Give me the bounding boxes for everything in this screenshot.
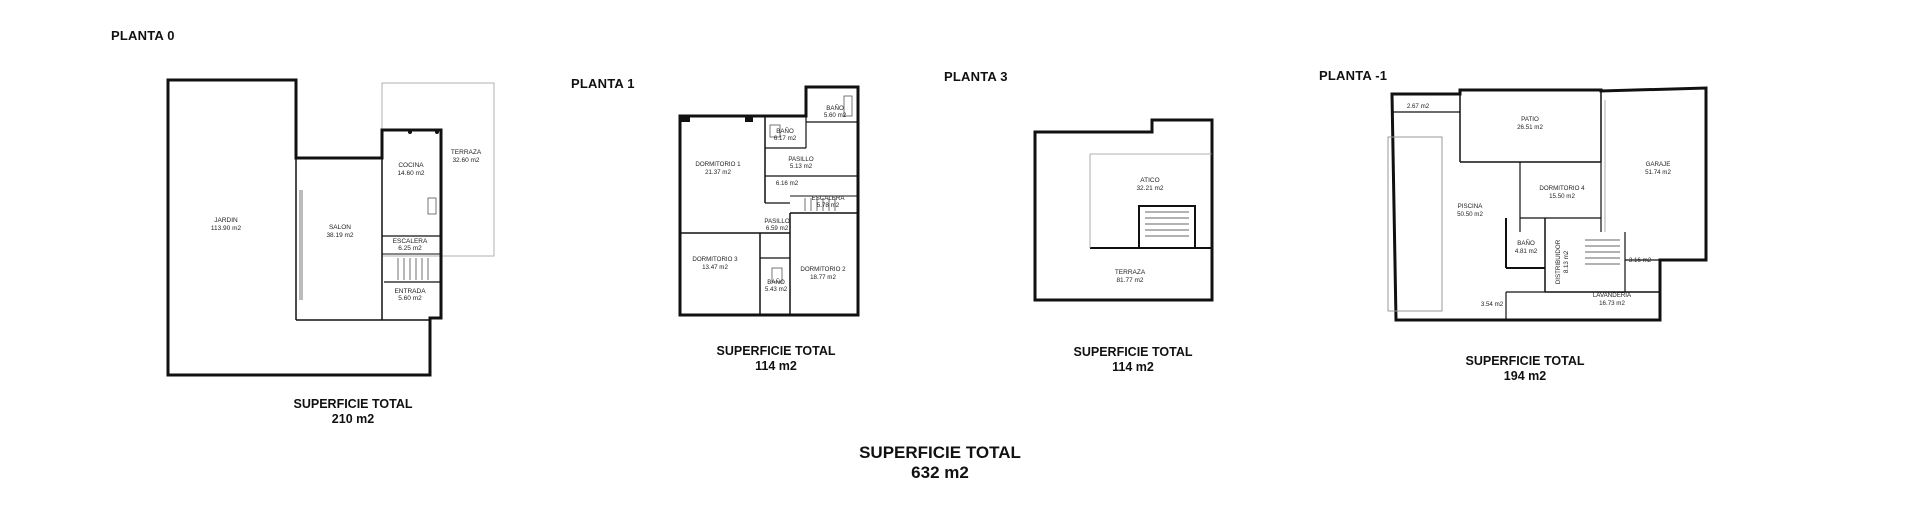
room-unnamed-c-area: 3.54 m2 (1481, 301, 1504, 308)
room-unnamed-p1-area: 6.16 m2 (776, 180, 799, 187)
room-pasillo-a-name: PASILLO (788, 156, 814, 163)
room-jardin-area: 113.90 m2 (211, 225, 242, 232)
room-escalera-area: 6.25 m2 (398, 245, 422, 252)
planta-3-title: PLANTA 3 (944, 69, 1008, 84)
planta-minus-1-total-value: 194 m2 (1503, 369, 1547, 383)
room-patio-name: PATIO (1521, 116, 1539, 123)
room-dormitorio-3-area: 13.47 m2 (702, 264, 728, 271)
room-unnamed-b-area: 3.16 m2 (1629, 257, 1652, 264)
planta-3-total-value: 114 m2 (1112, 360, 1154, 374)
room-salon-area: 38.19 m2 (326, 232, 353, 239)
planta-0-total: SUPERFICIE TOTAL 210 m2 (258, 397, 448, 427)
room-terraza-area: 32.60 m2 (452, 157, 479, 164)
room-terraza-name: TERRAZA (451, 149, 482, 156)
room-unnamed-a-area: 2.67 m2 (1407, 103, 1430, 110)
planta-minus-1-title: PLANTA -1 (1319, 68, 1388, 83)
room-garaje-area: 51.74 m2 (1645, 169, 1671, 176)
planta-1-total-value: 114 m2 (755, 359, 797, 373)
planta-1-plan: BAÑO 5.60 m2 BAÑO 6.17 m2 PASILLO 5.13 m… (678, 85, 860, 317)
room-bano-c-area: 5.43 m2 (765, 286, 788, 293)
room-terraza-p3-area: 81.77 m2 (1116, 277, 1143, 284)
room-lavanderia-name: LAVANDERIA (1593, 292, 1632, 299)
room-distribuidor-name: DISTRIBUIDOR (1555, 239, 1562, 284)
room-entrada-name: ENTRADA (394, 288, 426, 295)
planta-0-title: PLANTA 0 (111, 28, 175, 43)
room-dormitorio-4-name: DORMITORIO 4 (1539, 185, 1585, 192)
planta-3-total-label: SUPERFICIE TOTAL (1073, 345, 1193, 359)
room-dormitorio-1-area: 21.37 m2 (705, 169, 731, 176)
planta-minus-1-plan: 2.67 m2 PATIO 26.51 m2 GARAJE 51.74 m2 D… (1387, 86, 1708, 322)
room-jardin-name: JARDIN (214, 217, 238, 224)
room-dormitorio-1-name: DORMITORIO 1 (695, 161, 741, 168)
room-pasillo-b-name: PASILLO (764, 218, 790, 225)
grand-total: SUPERFICIE TOTAL 632 m2 (810, 443, 1070, 483)
planta-3-plan: ATICO 32.21 m2 TERRAZA 81.77 m2 (1033, 118, 1214, 302)
room-escalera-name: ESCALERA (393, 238, 428, 245)
room-lavanderia-area: 16.73 m2 (1599, 300, 1625, 307)
room-salon-name: SALON (329, 224, 351, 231)
room-bano-c-name: BAÑO (767, 279, 785, 286)
room-garaje-name: GARAJE (1646, 161, 1671, 168)
room-escalera-p1-area: 5.78 m2 (817, 202, 840, 209)
planta-1-total: SUPERFICIE TOTAL 114 m2 (681, 344, 871, 374)
planta-1-title: PLANTA 1 (571, 76, 635, 91)
room-entrada-area: 5.60 m2 (398, 295, 422, 302)
room-bano-b-area: 6.17 m2 (774, 135, 797, 142)
room-bano-a-name: BAÑO (826, 105, 844, 112)
room-pasillo-b-area: 6.59 m2 (766, 225, 789, 232)
planta-3-outline (1033, 118, 1214, 302)
room-pasillo-a-area: 5.13 m2 (790, 163, 813, 170)
room-piscina-name: PISCINA (1458, 203, 1484, 210)
grand-total-value: 632 m2 (911, 463, 969, 482)
planta-minus-1-outline (1390, 86, 1708, 322)
planta-minus-1-total-label: SUPERFICIE TOTAL (1465, 354, 1585, 368)
planta-3-total: SUPERFICIE TOTAL 114 m2 (1038, 345, 1228, 375)
room-escalera-p1-name: ESCALERA (811, 195, 845, 202)
planta-0-total-label: SUPERFICIE TOTAL (293, 397, 413, 411)
room-dormitorio-3-name: DORMITORIO 3 (692, 256, 738, 263)
room-cocina-area: 14.60 m2 (397, 170, 424, 177)
room-bano-a-area: 5.60 m2 (824, 112, 847, 119)
room-cocina-name: COCINA (398, 162, 424, 169)
room-piscina-area: 50.50 m2 (1457, 211, 1483, 218)
grand-total-label: SUPERFICIE TOTAL (859, 443, 1021, 462)
room-dormitorio-2-name: DORMITORIO 2 (800, 266, 846, 273)
room-distribuidor-area: 8.13 m2 (1563, 250, 1570, 273)
room-bano-b-name: BAÑO (776, 128, 794, 135)
planta-1-total-label: SUPERFICIE TOTAL (716, 344, 836, 358)
planta-0-outline (166, 78, 443, 377)
room-patio-area: 26.51 m2 (1517, 124, 1543, 131)
planta-0-total-value: 210 m2 (331, 412, 375, 426)
room-dormitorio-2-area: 18.77 m2 (810, 274, 836, 281)
planta-minus-1-total: SUPERFICIE TOTAL 194 m2 (1430, 354, 1620, 384)
room-bano-p-1-area: 4.81 m2 (1515, 248, 1538, 255)
planta-0-plan: JARDIN 113.90 m2 SALON 38.19 m2 COCINA 1… (166, 78, 495, 377)
room-terraza-p3-name: TERRAZA (1115, 269, 1146, 276)
room-atico-area: 32.21 m2 (1136, 185, 1163, 192)
room-bano-p-1-name: BAÑO (1517, 240, 1535, 247)
room-atico-name: ATICO (1140, 177, 1159, 184)
room-dormitorio-4-area: 15.50 m2 (1549, 193, 1575, 200)
